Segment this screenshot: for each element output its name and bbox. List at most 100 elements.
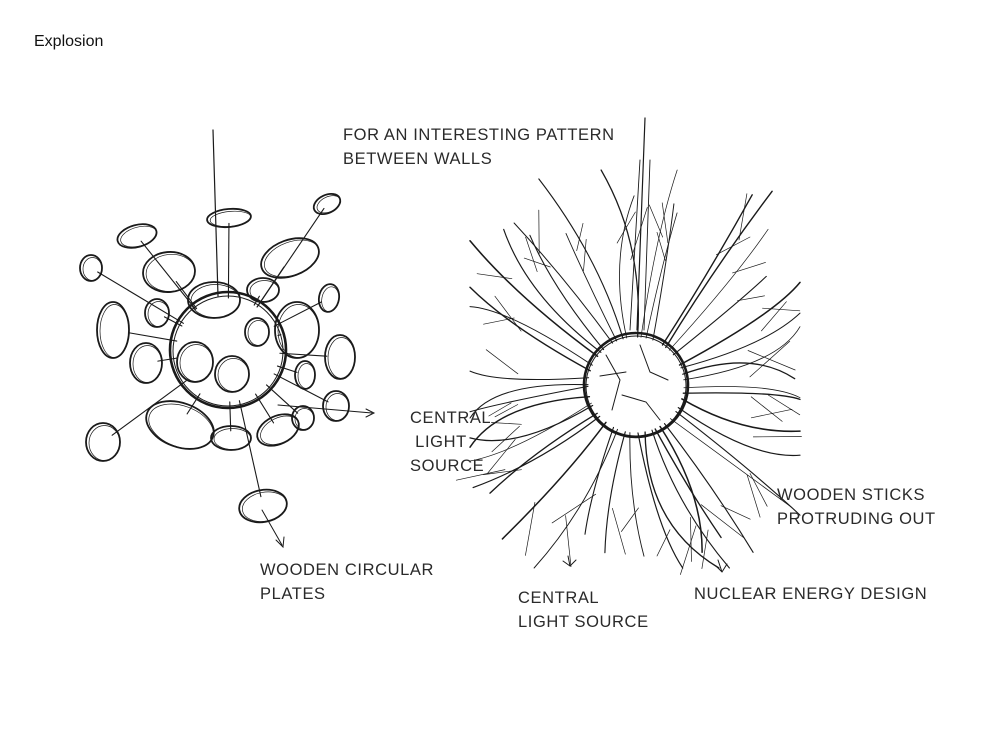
wooden-plate (142, 251, 196, 293)
wooden-plate-edge (132, 345, 163, 383)
stick-branch (616, 211, 636, 244)
wooden-plate (176, 341, 214, 383)
wooden-plate-edge (190, 284, 241, 318)
central-light-source-label-bottom: CENTRAL LIGHT SOURCE (518, 589, 649, 631)
plate-stick (273, 301, 323, 327)
page-title: Explosion (34, 33, 104, 50)
wooden-stick (677, 407, 801, 457)
stick-branch (583, 238, 587, 272)
wooden-stick (469, 383, 589, 419)
wooden-plate (214, 355, 250, 393)
stick-branch (737, 295, 765, 302)
stick-branch (485, 349, 519, 375)
stick-branch (732, 262, 766, 274)
wooden-stick (683, 386, 801, 399)
wooden-stick (584, 426, 615, 535)
wooden-stick (683, 326, 801, 381)
plate-stick (276, 365, 298, 373)
wooden-sticks-label: WOODEN STICKS PROTRUDING OUT (777, 486, 936, 528)
wooden-plate-edge (277, 304, 320, 358)
wooden-plate-edge (325, 393, 350, 421)
wooden-stick (469, 306, 593, 366)
arrowhead-plates (275, 536, 285, 549)
plate-stick (273, 373, 329, 403)
wooden-plate-edge (327, 337, 356, 379)
wooden-plate-edge (260, 415, 300, 445)
wooden-stick (661, 194, 753, 346)
hanging-cable (212, 129, 219, 297)
pointer-line-plates (261, 509, 283, 546)
wooden-plate-edge (145, 253, 196, 292)
wooden-stick (669, 418, 793, 508)
wooden-stick (644, 431, 720, 569)
stick-branch (491, 425, 520, 453)
wooden-plate-edge (321, 286, 340, 312)
wooden-stick (651, 429, 730, 569)
wooden-stick (681, 398, 801, 433)
stick-branch (525, 236, 538, 273)
wooden-stick (538, 178, 624, 340)
wooden-sticks-group (455, 169, 802, 575)
wooden-circular-plates-label: WOODEN CIRCULAR PLATES (260, 561, 435, 603)
wooden-plate (322, 390, 350, 422)
wooden-stick (629, 432, 645, 557)
stick-branch (746, 474, 761, 518)
wooden-stick (645, 212, 678, 339)
wooden-stick (668, 228, 769, 351)
stick-branch (656, 231, 666, 261)
wooden-plate-edge (242, 491, 288, 522)
stick-branch (551, 493, 597, 524)
wooden-stick (469, 402, 592, 462)
nuclear-energy-design-label: NUCLEAR ENERGY DESIGN (694, 585, 928, 603)
wooden-stick (472, 415, 601, 489)
stick-branch (747, 350, 796, 371)
wooden-plate-edge (264, 239, 320, 278)
stick-branch (486, 439, 516, 475)
nuclear-energy-sketch (455, 117, 802, 575)
wooden-plate-edge (217, 358, 250, 392)
stick-branch (494, 404, 519, 418)
plates-group (79, 193, 356, 524)
wooden-stick (469, 404, 594, 442)
stick-branch (648, 204, 664, 238)
stick-branch (690, 516, 692, 562)
wooden-plate (324, 334, 356, 380)
stick-branch (767, 394, 801, 416)
plate-stick (157, 357, 178, 362)
wooden-plate-edge (249, 280, 280, 302)
stick-branch (720, 505, 751, 520)
wooden-stick (565, 233, 618, 342)
plate-stick (186, 393, 201, 415)
wooden-stick (665, 190, 773, 349)
stick-branch (621, 507, 639, 532)
wooden-stick (600, 169, 639, 338)
stick-branch (491, 422, 522, 425)
wooden-plate (187, 281, 241, 319)
wooden-stick (640, 169, 678, 338)
plate-stick (97, 271, 184, 324)
wooden-plate-edge (294, 408, 315, 430)
plate-stick (238, 400, 262, 498)
stick-branch (750, 396, 783, 422)
wooden-stick (637, 432, 684, 569)
stick-branch (700, 504, 744, 538)
stick-branch (483, 317, 515, 325)
wooden-stick (678, 281, 801, 366)
wooden-plate-edge (209, 210, 252, 227)
wooden-plate-edge (297, 363, 316, 389)
plate-stick (256, 207, 325, 308)
wooden-stick (680, 312, 801, 369)
stick-branch (680, 525, 697, 575)
wooden-plate (312, 193, 342, 215)
stick-branch (701, 529, 709, 569)
wooden-plate-edge (82, 257, 103, 281)
wooden-plate (129, 342, 163, 384)
wooden-stick (659, 425, 703, 553)
wooden-plate-edge (147, 301, 170, 327)
wooden-plate (244, 317, 270, 347)
central-light-source-label-left: CENTRAL LIGHT SOURCE (410, 409, 492, 475)
central-sphere-inner-stroke (172, 295, 284, 407)
wooden-plate-edge (247, 320, 270, 346)
wooden-plate-edge (148, 403, 214, 450)
